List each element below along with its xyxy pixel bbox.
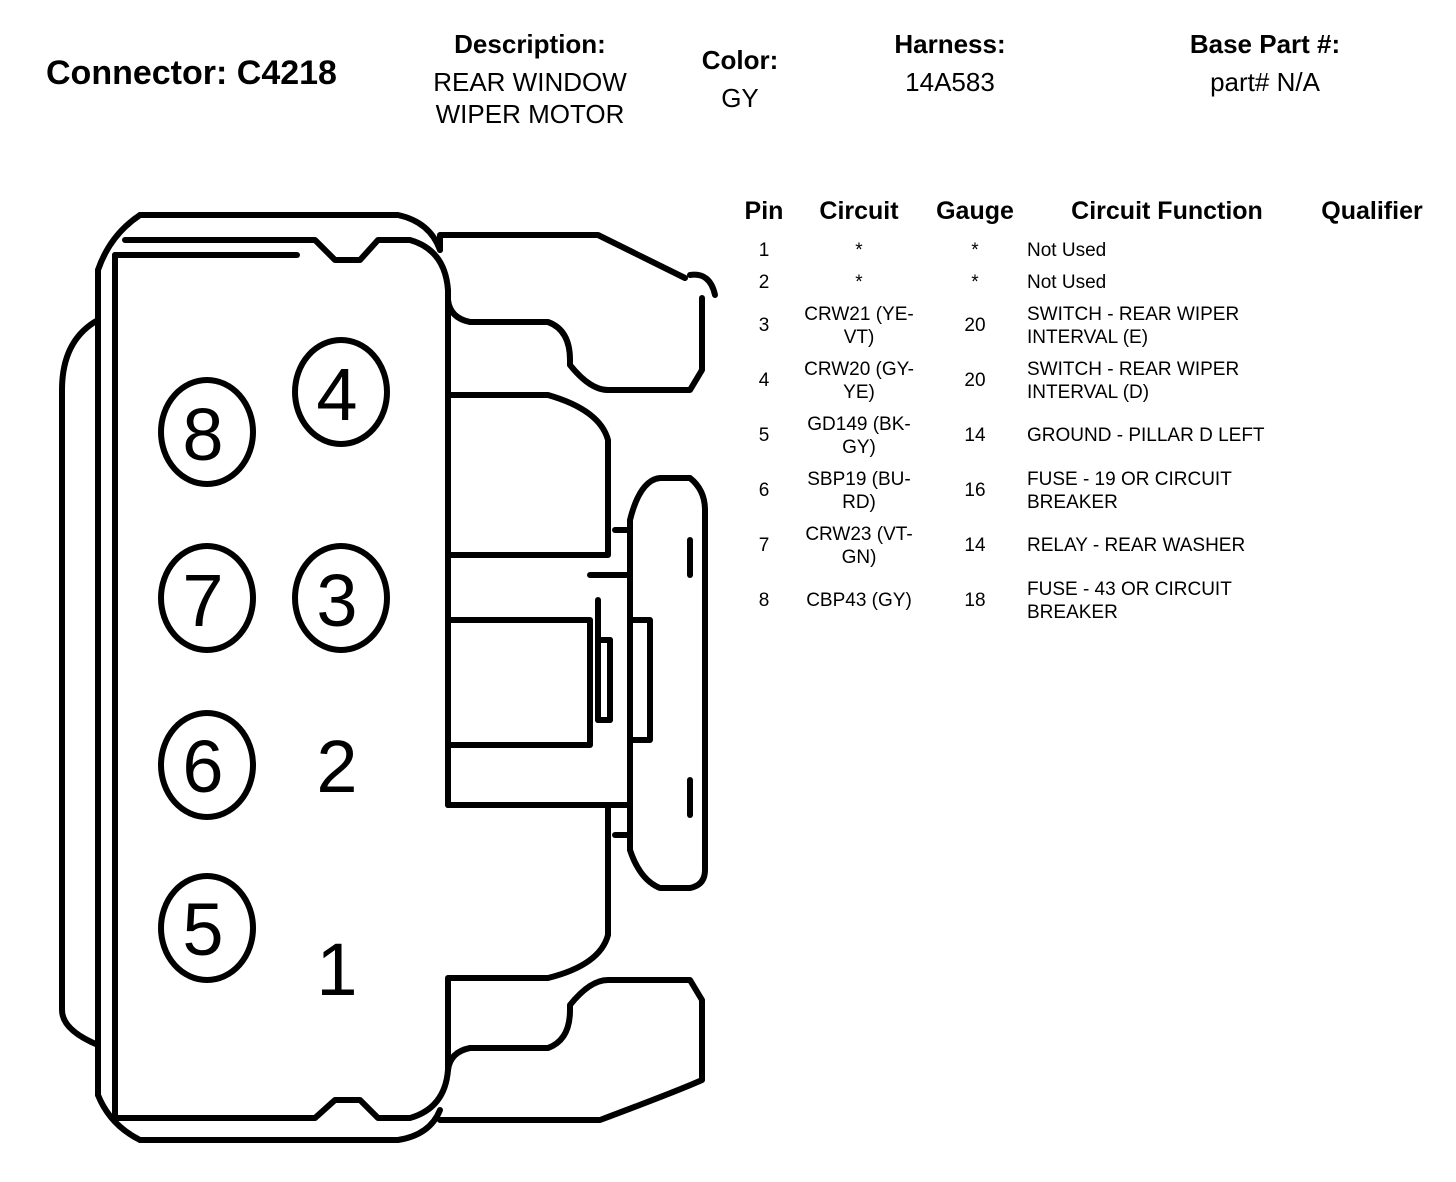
cell-gauge: *: [971, 239, 979, 261]
pin-6-circle: [158, 710, 256, 820]
table-row: 5 GD149 (BK-GY) 14 GROUND - PILLAR D LEF…: [735, 408, 1437, 463]
pin-label: 7: [182, 559, 223, 642]
cell-qualifier: [1307, 353, 1437, 408]
column-header-circuit-function: Circuit Function: [1071, 196, 1263, 225]
cell-qualifier: [1307, 234, 1437, 266]
pin-label: 5: [182, 888, 223, 971]
pin-label: 8: [182, 393, 223, 476]
pin-labels: 8 4 7 3 6 2 5 1: [182, 353, 357, 1011]
column-header-pin: Pin: [744, 196, 784, 225]
cell-pin: 6: [758, 480, 770, 501]
cell-circuit: CBP43 (GY): [806, 590, 912, 611]
cell-circuit: CRW23 (VT-GN): [805, 523, 913, 568]
cell-qualifier: [1307, 518, 1437, 573]
cell-gauge: 14: [964, 535, 986, 556]
pin-3-circle: [292, 543, 390, 653]
column-header-circuit: Circuit: [819, 196, 899, 225]
cell-function: SWITCH - REAR WIPER INTERVAL (D): [1027, 358, 1240, 403]
connector-housing: [59, 212, 718, 1143]
pin-label: 6: [182, 725, 223, 808]
cell-qualifier: [1307, 266, 1437, 298]
cell-qualifier: [1307, 298, 1437, 353]
cell-circuit: *: [855, 239, 863, 261]
cell-pin: 4: [758, 370, 770, 391]
harness-label: Harness:: [894, 29, 1006, 59]
description-block: Description: REAR WINDOW WIPER MOTOR: [420, 28, 640, 130]
cell-gauge: 16: [964, 480, 986, 501]
cell-qualifier: [1307, 463, 1437, 518]
column-header-qualifier: Qualifier: [1321, 196, 1423, 225]
table-row: 3 CRW21 (YE-VT) 20 SWITCH - REAR WIPER I…: [735, 298, 1437, 353]
pin-table: Pin Circuit Gauge Circuit Function Quali…: [735, 192, 1437, 628]
base-part-block: Base Part #: part# N/A: [1155, 28, 1375, 98]
connector-title: Connector: C4218: [46, 54, 337, 92]
cell-circuit: CRW21 (YE-VT): [804, 303, 914, 348]
description-label: Description:: [454, 29, 606, 59]
cell-circuit: *: [855, 271, 863, 293]
pin-label: 1: [316, 928, 357, 1011]
harness-value: 14A583: [905, 67, 995, 97]
cell-gauge: 14: [964, 425, 986, 446]
table-row: 4 CRW20 (GY-YE) 20 SWITCH - REAR WIPER I…: [735, 353, 1437, 408]
cell-gauge: 20: [964, 370, 986, 391]
cell-circuit: SBP19 (BU-RD): [807, 468, 911, 513]
cell-pin: 7: [758, 535, 770, 556]
table-row: 8 CBP43 (GY) 18 FUSE - 43 OR CIRCUIT BRE…: [735, 573, 1437, 628]
color-block: Color: GY: [680, 44, 800, 114]
pin-8-circle: [158, 377, 256, 487]
pin-4-circle: [292, 337, 390, 447]
cell-pin: 8: [758, 590, 770, 611]
cell-function: Not Used: [1027, 239, 1107, 261]
base-part-label: Base Part #:: [1189, 29, 1341, 59]
base-part-value: part# N/A: [1210, 67, 1320, 97]
cell-pin: 3: [758, 315, 770, 336]
pin-label: 4: [316, 353, 357, 436]
color-label: Color:: [701, 45, 779, 75]
cell-pin: 2: [758, 271, 770, 293]
cell-circuit: CRW20 (GY-YE): [804, 358, 914, 403]
cell-function: SWITCH - REAR WIPER INTERVAL (E): [1027, 303, 1240, 348]
harness-block: Harness: 14A583: [850, 28, 1050, 98]
pin-7-circle: [158, 543, 256, 653]
cell-qualifier: [1307, 573, 1437, 628]
cell-pin: 5: [758, 425, 770, 446]
table-row: 7 CRW23 (VT-GN) 14 RELAY - REAR WASHER: [735, 518, 1437, 573]
cell-gauge: 20: [964, 315, 986, 336]
cell-qualifier: [1307, 408, 1437, 463]
cell-pin: 1: [758, 239, 770, 261]
cell-function: FUSE - 19 OR CIRCUIT BREAKER: [1027, 468, 1232, 513]
cell-function: RELAY - REAR WASHER: [1027, 535, 1246, 556]
cell-gauge: 18: [964, 590, 986, 611]
cell-function: Not Used: [1027, 271, 1107, 293]
table-row: 2 * * Not Used: [735, 266, 1437, 298]
cell-function: FUSE - 43 OR CIRCUIT BREAKER: [1027, 578, 1232, 623]
column-header-gauge: Gauge: [936, 196, 1014, 225]
pin-label: 3: [316, 559, 357, 642]
pin-label: 2: [316, 725, 357, 808]
cell-function: GROUND - PILLAR D LEFT: [1027, 425, 1265, 446]
cell-gauge: *: [971, 271, 979, 293]
table-header-row: Pin Circuit Gauge Circuit Function Quali…: [735, 192, 1437, 234]
pin-circles: [158, 337, 390, 983]
color-value: GY: [721, 83, 759, 113]
cell-circuit: GD149 (BK-GY): [807, 413, 911, 458]
description-line-2: WIPER MOTOR: [435, 99, 625, 129]
table-row: 6 SBP19 (BU-RD) 16 FUSE - 19 OR CIRCUIT …: [735, 463, 1437, 518]
description-line-1: REAR WINDOW: [433, 67, 627, 97]
table-row: 1 * * Not Used: [735, 234, 1437, 266]
pin-5-circle: [158, 873, 256, 983]
